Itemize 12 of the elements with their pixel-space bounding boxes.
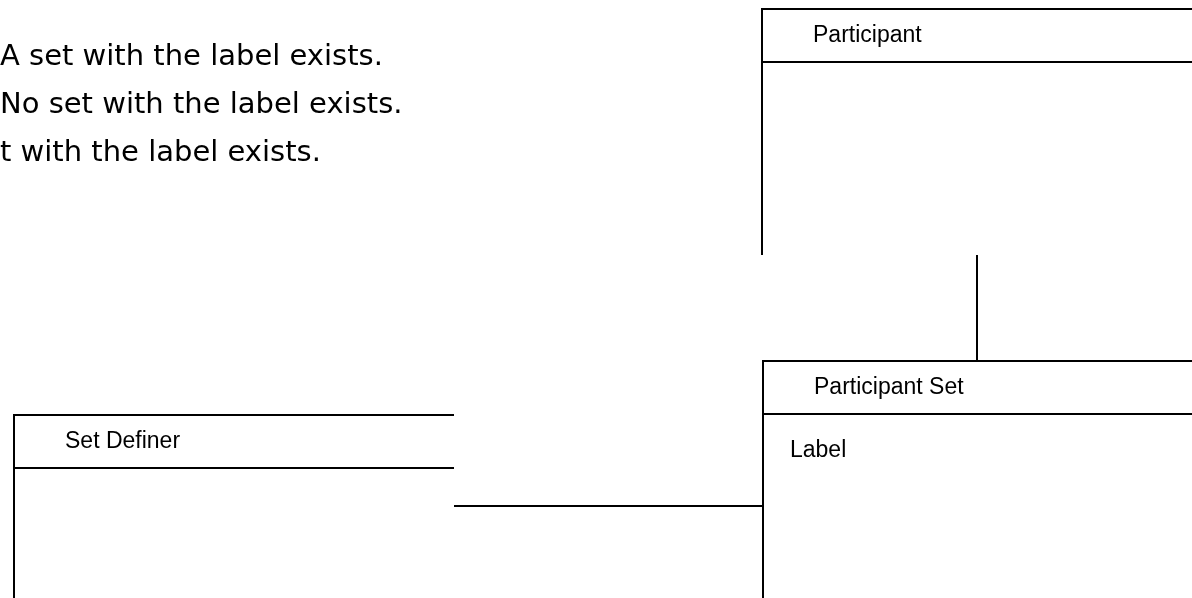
class-box	[13, 414, 454, 598]
note-text: t with the label exists.	[0, 134, 321, 168]
association-line	[976, 254, 978, 361]
class-box	[762, 360, 1192, 598]
note-text: A set with the label exists.	[0, 38, 383, 72]
class-name: Participant Set	[814, 373, 964, 400]
note-text: No set with the label exists.	[0, 86, 403, 120]
attribute-text: Label	[790, 436, 847, 463]
class-box	[761, 8, 1192, 255]
class-name: Set Definer	[65, 427, 181, 454]
association-line	[453, 505, 763, 507]
class-name: Participant	[813, 21, 922, 48]
